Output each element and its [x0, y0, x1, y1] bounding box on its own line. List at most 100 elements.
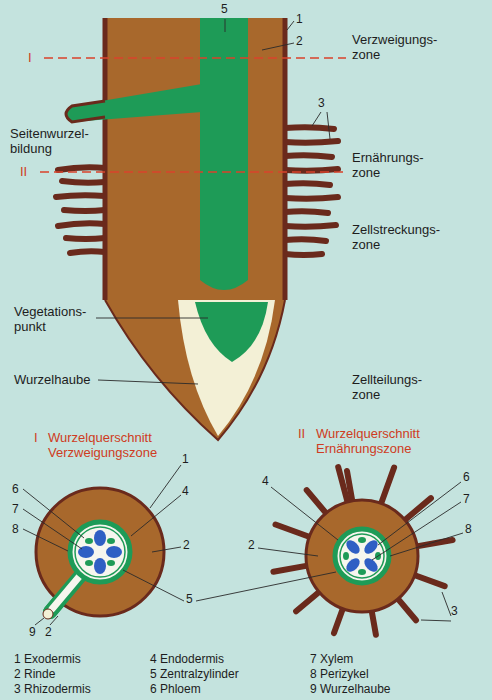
- leader-line: [50, 616, 58, 625]
- lateral-root-outline: [66, 101, 105, 122]
- root-hair: [64, 210, 105, 211]
- leader-line: [152, 547, 181, 552]
- root-hair: [381, 468, 395, 506]
- legend-entry: 3 Rhizodermis: [14, 682, 91, 696]
- phloem: [85, 538, 93, 544]
- leader-line: [23, 529, 68, 551]
- root-hair: [273, 565, 308, 571]
- vegetation-point: [195, 302, 268, 362]
- section-line: [40, 171, 346, 173]
- root-hair: [285, 197, 338, 199]
- callout-number: 6: [463, 470, 470, 484]
- root-hair: [285, 183, 330, 185]
- root-hair: [285, 155, 332, 157]
- legend-entry: 4 Endodermis: [150, 652, 224, 666]
- root-hair: [276, 525, 312, 538]
- callout-number: 3: [318, 96, 325, 110]
- section-mark: II: [298, 426, 305, 441]
- callout-number: 8: [465, 522, 472, 536]
- callout-number: 9: [29, 625, 36, 639]
- zone-label: Zellteilungs- zone: [352, 372, 422, 402]
- leader-line: [372, 502, 461, 560]
- endodermis-ring: [70, 522, 130, 582]
- leader-line: [390, 533, 463, 556]
- section-mark: I: [34, 430, 38, 445]
- root-hair: [371, 609, 376, 635]
- leader-line: [98, 380, 198, 384]
- leader-line: [378, 482, 461, 545]
- callout-number: 4: [262, 474, 269, 488]
- leader-line: [421, 620, 451, 621]
- leader-line: [225, 19, 226, 32]
- cross-section-nutrition: [306, 500, 418, 612]
- callout-number: 8: [12, 522, 19, 536]
- leader-line: [271, 487, 338, 540]
- callout-number: 6: [12, 482, 19, 496]
- section-title: Wurzelquerschnitt Ernährungszone: [316, 426, 420, 456]
- root-hair: [285, 254, 322, 255]
- leader-line: [23, 489, 84, 538]
- root-hair: [62, 181, 105, 183]
- callout-number: 5: [221, 2, 228, 16]
- root-hair: [403, 498, 431, 521]
- zone-label: Verzweigungs- zone: [352, 32, 437, 62]
- leader-lines: [23, 19, 463, 625]
- leader-line: [96, 318, 208, 319]
- phloem: [343, 552, 349, 560]
- rhizodermis-outline: [105, 18, 285, 300]
- root-hair: [334, 607, 344, 633]
- leader-line: [262, 43, 294, 50]
- legend-entry: 7 Xylem: [310, 652, 353, 666]
- root-hair: [285, 169, 338, 171]
- callout-number: 7: [463, 492, 470, 506]
- root-hair: [307, 490, 328, 514]
- root-tip-outline: [105, 300, 285, 440]
- leader-line: [150, 465, 181, 508]
- leader-line: [287, 21, 294, 30]
- legend-entry: 8 Perizykel: [310, 667, 369, 681]
- section-line: [44, 57, 346, 59]
- pericycle-ring: [75, 527, 125, 577]
- leader-line: [327, 112, 330, 139]
- phloem: [358, 537, 366, 543]
- leader-line: [35, 618, 44, 625]
- callout-number: 2: [296, 34, 303, 48]
- root-cap: [178, 300, 275, 436]
- phloem: [358, 569, 366, 575]
- leader-line: [196, 572, 336, 601]
- legend-entry: 1 Exodermis: [14, 652, 81, 666]
- root-hair: [66, 238, 105, 239]
- part-label: Wurzelhaube: [14, 372, 90, 387]
- xylem: [106, 546, 122, 558]
- legend-entry: 5 Zentralzylinder: [150, 667, 239, 681]
- zone-label: Ernährungs- zone: [352, 150, 424, 180]
- callout-number: 1: [296, 12, 303, 26]
- root-hairs-left: [56, 167, 105, 253]
- leader-line: [312, 112, 321, 126]
- root-hairs-right: [285, 127, 338, 255]
- leader-line: [258, 548, 318, 556]
- part-label: Seitenwurzel- bildung: [10, 126, 89, 156]
- xylem: [94, 558, 106, 574]
- root-hair: [338, 467, 348, 504]
- callout-number: 3: [451, 604, 458, 618]
- root-hair: [415, 540, 452, 547]
- leader-line: [123, 570, 184, 601]
- zone-label: Zellstreckungs- zone: [352, 222, 440, 252]
- lateral-root: [66, 84, 202, 122]
- root-hair: [285, 239, 326, 241]
- root-hair: [56, 195, 105, 197]
- root-body: [105, 18, 285, 440]
- part-label: Vegetations- punkt: [14, 304, 86, 334]
- legend-entry: 9 Wurzelhaube: [310, 682, 391, 696]
- phloem: [107, 538, 115, 544]
- section-mark: I: [28, 50, 32, 65]
- callout-number: 2: [183, 538, 190, 552]
- root-hair: [397, 597, 416, 620]
- leader-line: [131, 495, 181, 536]
- root-hair: [70, 251, 105, 253]
- root-hair: [58, 167, 105, 170]
- phloem: [85, 560, 93, 566]
- root-hair: [58, 223, 105, 226]
